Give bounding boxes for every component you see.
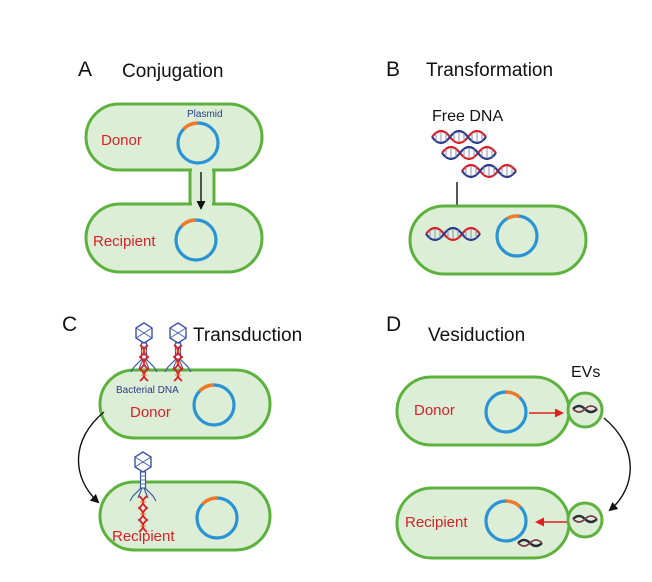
plasmid-icon — [192, 383, 236, 427]
dna-helix-icon — [460, 163, 518, 179]
bacterial-dna-label: Bacterial DNA — [116, 385, 179, 396]
plasmid-icon — [174, 218, 218, 262]
recipient-label: Recipient — [93, 233, 156, 250]
panel-d-letter: D — [386, 313, 401, 336]
panel-d-title: Vesiduction — [428, 325, 525, 346]
panel-a-title: Conjugation — [122, 61, 223, 82]
recipient-label: Recipient — [405, 514, 468, 531]
dna-helix-icon — [430, 129, 488, 145]
panel-b: B Transformation Free DNA — [386, 58, 588, 276]
donor-cell — [98, 368, 272, 440]
donor-cell — [84, 102, 264, 172]
extracellular-vesicle-icon — [566, 501, 604, 539]
dna-helix-icon — [440, 145, 498, 161]
evs-label: EVs — [571, 364, 600, 381]
recipient-cell — [84, 202, 264, 274]
plasmid-icon — [195, 496, 239, 540]
panel-d: D Vesiduction EVs Donor Recipient — [386, 313, 631, 560]
arrow-icon — [77, 411, 105, 504]
panel-b-letter: B — [386, 58, 400, 81]
panel-c: C Transduction Bacterial DNA Donor Recip… — [62, 313, 302, 552]
donor-label: Donor — [414, 402, 455, 419]
free-dna-label: Free DNA — [432, 108, 503, 125]
donor-label: Donor — [130, 404, 171, 421]
plasmid-icon — [176, 121, 220, 165]
plasmid-icon — [484, 499, 528, 543]
plasmid-icon — [495, 214, 539, 258]
donor-label: Donor — [101, 132, 142, 149]
panel-b-title: Transformation — [426, 60, 553, 81]
panel-c-title: Transduction — [193, 325, 302, 346]
extracellular-vesicle-icon — [566, 391, 604, 429]
panel-a-letter: A — [78, 58, 92, 81]
recipient-label: Recipient — [112, 528, 175, 545]
arrow-icon — [603, 417, 631, 512]
panel-c-letter: C — [62, 313, 77, 336]
panel-a: A Conjugation Donor Plasmid Recipient — [78, 58, 264, 274]
plasmid-label: Plasmid — [187, 109, 223, 120]
plasmid-icon — [484, 390, 528, 434]
